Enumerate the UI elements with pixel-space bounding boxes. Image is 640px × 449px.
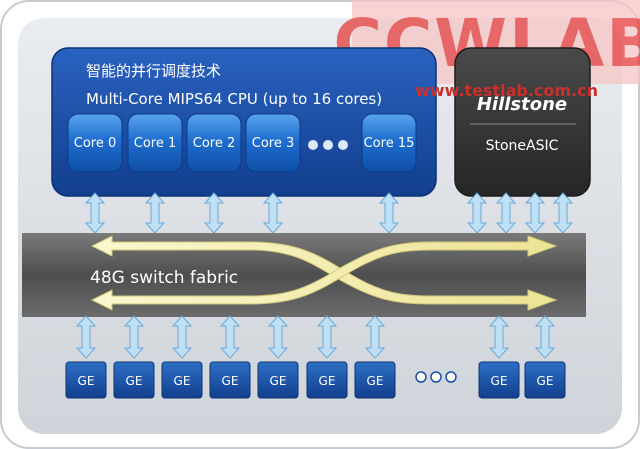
ge-connectors [75, 315, 556, 359]
ge-label: GE [270, 374, 287, 388]
cpu-title: Multi-Core MIPS64 CPU (up to 16 cores) [86, 90, 382, 108]
connector-arrow [364, 315, 386, 359]
ge-port: GE [354, 361, 396, 399]
core-0: Core 0 [67, 113, 123, 173]
ge-port: GE [478, 361, 520, 399]
ge-port: GE [306, 361, 348, 399]
core-15: Core 15 [361, 113, 417, 173]
core-label: Core 3 [252, 136, 295, 151]
core-label: Core 1 [134, 136, 177, 151]
ge-ellipsis [415, 371, 457, 383]
ge-label: GE [319, 374, 336, 388]
ge-port: GE [524, 361, 566, 399]
ge-label: GE [174, 374, 191, 388]
ge-label: GE [222, 374, 239, 388]
fabric-label: 48G switch fabric [90, 268, 238, 288]
core-label: Core 15 [364, 136, 415, 151]
arrow-upper-left-to-lower-right [90, 235, 558, 311]
connector-arrow [219, 315, 241, 359]
core-ellipsis [308, 140, 348, 150]
ge-label: GE [78, 374, 95, 388]
core-1: Core 1 [127, 113, 183, 173]
asic-block [454, 47, 591, 197]
connector-arrow [267, 315, 289, 359]
tech-label: 智能的并行调度技术 [86, 62, 221, 80]
ge-label: GE [126, 374, 143, 388]
arrow-lower-left-to-upper-right [90, 235, 558, 311]
core-2: Core 2 [186, 113, 242, 173]
connector-arrow [171, 315, 193, 359]
fabric-cross-arrows [90, 235, 558, 311]
asic-name: StoneASIC [486, 138, 559, 154]
ge-label: GE [491, 374, 508, 388]
ge-label: GE [537, 374, 554, 388]
ge-port: GE [161, 361, 203, 399]
core-label: Core 0 [74, 136, 117, 151]
watermark-url: www.testlab.com.cn [415, 81, 598, 100]
ge-label: GE [367, 374, 384, 388]
core-label: Core 2 [193, 136, 236, 151]
ge-port: GE [209, 361, 251, 399]
core-3: Core 3 [245, 113, 301, 173]
connector-arrow [316, 315, 338, 359]
connector-arrow [123, 315, 145, 359]
connector-arrow [75, 315, 97, 359]
connector-arrow [534, 315, 556, 359]
connector-arrow [488, 315, 510, 359]
ge-port: GE [65, 361, 107, 399]
ge-port: GE [113, 361, 155, 399]
hillstone-logo: Hillstone [477, 94, 567, 115]
ge-port: GE [257, 361, 299, 399]
